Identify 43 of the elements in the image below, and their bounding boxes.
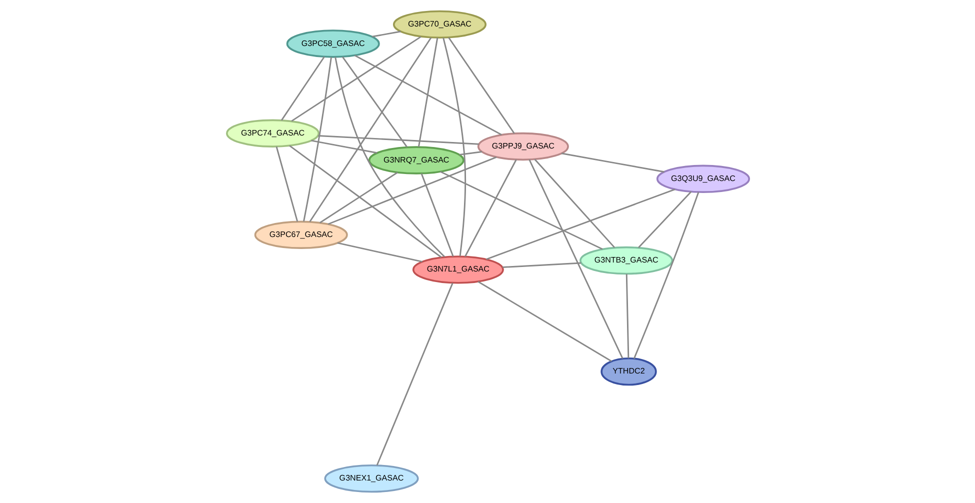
connector <box>275 146 298 222</box>
connector <box>534 158 615 248</box>
connector <box>319 172 398 224</box>
connector <box>439 170 602 250</box>
connector <box>336 242 422 262</box>
node-ellipse: G3PC74_GASAC <box>225 119 320 148</box>
connector <box>310 140 377 154</box>
node-ellipse: G3PC70_GASAC <box>392 10 486 39</box>
node-ellipse: YTHDC2 <box>600 357 656 386</box>
connector <box>280 56 324 121</box>
connector <box>625 274 629 358</box>
connector <box>302 56 332 222</box>
connector <box>637 191 692 248</box>
node-ellipse: G3N7L1_GASAC <box>412 256 504 284</box>
node-ellipse: G3NRQ7_GASAC <box>368 146 464 174</box>
connector <box>420 173 454 257</box>
connector <box>308 37 432 222</box>
connector <box>318 134 478 145</box>
connector <box>290 36 421 122</box>
connector <box>477 280 612 362</box>
connector <box>448 37 514 134</box>
node-ellipse: G3PC58_GASAC <box>286 30 380 58</box>
connector <box>560 152 664 173</box>
node-ellipse: G3NEX1_GASAC <box>324 464 418 493</box>
connector <box>442 38 466 256</box>
connector <box>632 192 699 359</box>
connector <box>417 38 438 148</box>
connector <box>458 151 482 156</box>
node-ellipse: G3PPJ9_GASAC <box>476 132 568 161</box>
node-ellipse: G3PC67_GASAC <box>254 220 348 249</box>
connector <box>528 159 623 359</box>
connector <box>354 54 502 136</box>
connector <box>502 262 581 268</box>
connector <box>327 156 496 225</box>
connector <box>464 159 516 257</box>
connector <box>372 30 400 38</box>
connector <box>486 188 675 260</box>
connector <box>334 56 445 258</box>
connector <box>342 56 408 148</box>
connector <box>376 282 453 466</box>
node-ellipse: G3NTB3_GASAC <box>579 246 673 275</box>
node-ellipse: G3Q3U9_GASAC <box>656 164 750 193</box>
connector <box>288 145 442 258</box>
